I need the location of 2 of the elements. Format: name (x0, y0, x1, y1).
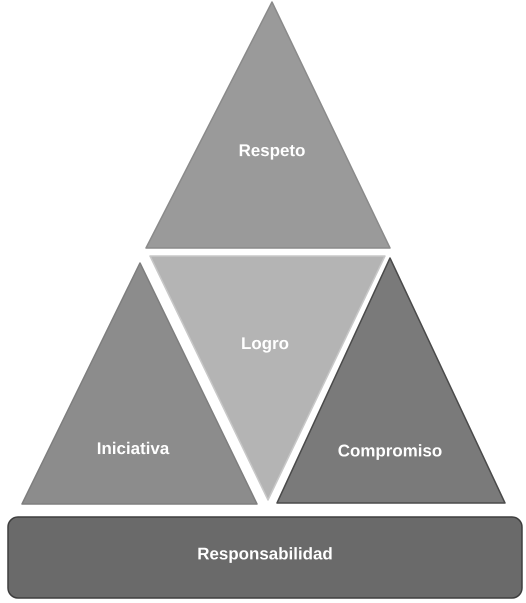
triangle: Respeto (145, 1, 391, 249)
rounded-bar: Responsabilidad (7, 516, 523, 599)
